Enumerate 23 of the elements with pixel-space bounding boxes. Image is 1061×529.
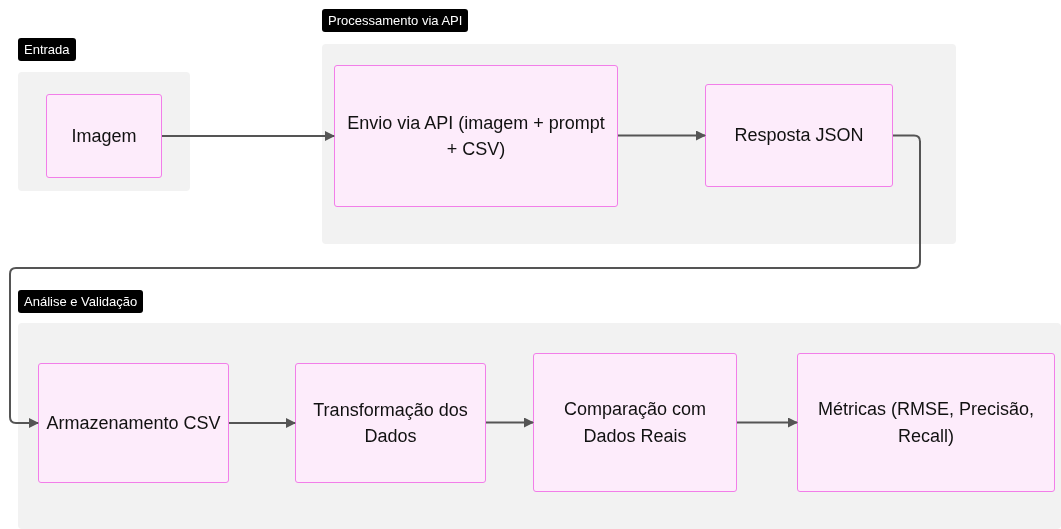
box-text: Comparação com Dados Reais	[562, 398, 708, 448]
group-label: Processamento via API	[322, 9, 469, 32]
arrow	[617, 130, 706, 141]
process-box	[334, 65, 618, 207]
group-label: Entrada	[18, 38, 76, 61]
process-box	[797, 353, 1055, 492]
process-box	[705, 84, 893, 187]
process-box	[46, 94, 162, 178]
box-text: Imagem	[70, 124, 138, 148]
arrow	[161, 131, 335, 141]
group-label: Análise e Validação	[18, 290, 144, 313]
process-box	[295, 363, 486, 483]
process-box	[533, 353, 737, 492]
box-text: Envio via API (imagem + prompt + CSV)	[346, 111, 606, 161]
arrow	[228, 418, 296, 428]
box-text: Resposta JSON	[733, 124, 865, 148]
box-text: Métricas (RMSE, Precisão, Recall)	[816, 398, 1035, 448]
box-text: Armazenamento CSV	[45, 411, 222, 435]
arrow	[736, 417, 798, 428]
arrow	[9, 134, 921, 428]
arrow	[485, 417, 534, 428]
box-text: Transformação dos Dados	[312, 398, 469, 448]
process-box	[38, 363, 229, 483]
